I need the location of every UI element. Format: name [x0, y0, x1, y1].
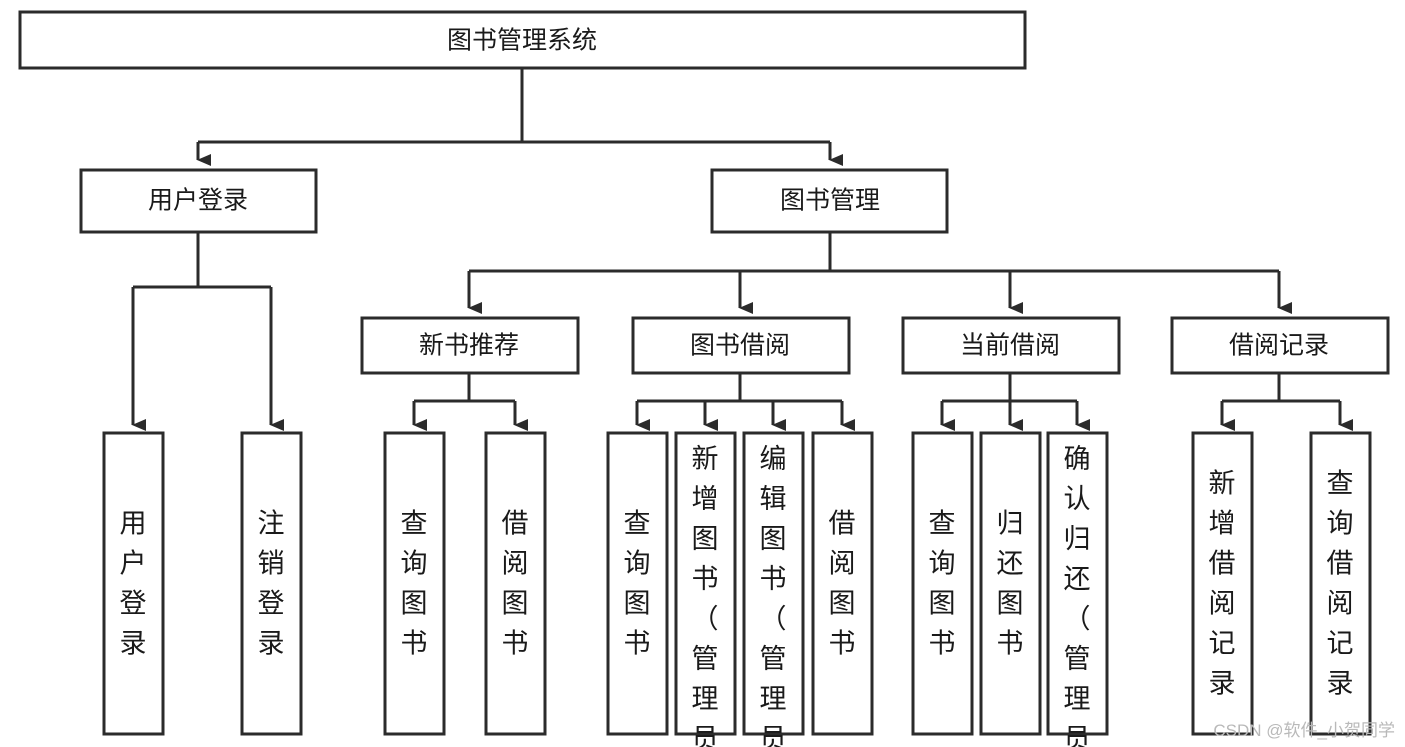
node-leaf-borrow-record-1[interactable]: 查询借阅记录	[1309, 431, 1372, 736]
leaf-bb-1-box[interactable]	[674, 431, 737, 736]
node-leaf-new-book-recommend-0[interactable]: 查询图书	[383, 431, 446, 736]
submodule-book-borrow-label: 图书借阅	[690, 332, 790, 360]
node-leaf-current-borrow-1[interactable]: 归还图书	[979, 431, 1042, 736]
submodule-borrow-record-box[interactable]	[1170, 316, 1390, 375]
node-leaf-book-borrow-0[interactable]: 查询图书	[606, 431, 669, 736]
node-module-book-management[interactable]: 图书管理	[710, 168, 949, 234]
module-user-login-box[interactable]	[79, 168, 318, 234]
leaf-nbr-1-label: 借阅图书	[502, 509, 529, 659]
leaf-bb-2-box[interactable]	[742, 431, 805, 736]
root-label: 图书管理系统	[447, 27, 597, 55]
leaf-cb-2-label: 确认归还（管理员）	[1064, 444, 1091, 747]
edge-group-book-management-to-submodules	[467, 232, 1292, 314]
leaf-br-0-box[interactable]	[1191, 431, 1254, 736]
edge-group-borrow-record-to-leaves	[1220, 373, 1353, 431]
node-leaf-new-book-recommend-1[interactable]: 借阅图书	[484, 431, 547, 736]
module-user-login-label: 用户登录	[148, 187, 248, 215]
leaf-user-login-0-box[interactable]	[102, 431, 165, 736]
csdn-watermark: CSDN @软件_小贺同学	[1213, 721, 1395, 740]
leaf-br-0-label: 新增借阅记录	[1209, 469, 1236, 699]
root-box[interactable]	[18, 10, 1027, 70]
node-leaf-book-borrow-1[interactable]: 新增图书（管理员）	[674, 431, 737, 747]
submodule-borrow-record-label: 借阅记录	[1229, 332, 1329, 360]
leaf-nbr-0-box[interactable]	[383, 431, 446, 736]
leaf-cb-1-box[interactable]	[979, 431, 1042, 736]
leaf-nbr-1-box[interactable]	[484, 431, 547, 736]
module-book-management-box[interactable]	[710, 168, 949, 234]
node-submodule-borrow-record[interactable]: 借阅记录	[1170, 316, 1390, 375]
leaf-cb-1-label: 归还图书	[997, 509, 1024, 659]
node-leaf-user-login-1[interactable]: 注销登录	[240, 431, 303, 736]
node-leaf-borrow-record-0[interactable]: 新增借阅记录	[1191, 431, 1254, 736]
module-book-management-label: 图书管理	[780, 187, 880, 215]
submodule-current-borrow-label: 当前借阅	[960, 332, 1060, 360]
leaf-user-login-1-box[interactable]	[240, 431, 303, 736]
node-leaf-book-borrow-3[interactable]: 借阅图书	[811, 431, 874, 736]
edge-group-root-to-modules	[196, 68, 843, 166]
submodule-new-book-recommend-label: 新书推荐	[419, 332, 519, 360]
leaf-cb-0-box[interactable]	[911, 431, 974, 736]
leaf-user-login-1-label: 注销登录	[258, 509, 285, 659]
leaf-user-login-0-label: 用户登录	[120, 509, 147, 659]
leaf-cb-0-label: 查询图书	[929, 509, 956, 659]
leaf-br-1-label: 查询借阅记录	[1327, 469, 1354, 699]
leaf-nbr-0-label: 查询图书	[401, 509, 428, 659]
leaf-cb-2-box[interactable]	[1046, 431, 1109, 736]
leaf-bb-0-label: 查询图书	[624, 509, 651, 659]
leaf-bb-2-label: 编辑图书（管理员）	[760, 444, 787, 747]
leaf-bb-0-box[interactable]	[606, 431, 669, 736]
edge-group-book-borrow-to-leaves	[635, 373, 855, 431]
leaf-br-1-box[interactable]	[1309, 431, 1372, 736]
node-submodule-new-book-recommend[interactable]: 新书推荐	[360, 316, 580, 375]
edge-group-user-login-to-leaves	[131, 232, 284, 431]
node-submodule-current-borrow[interactable]: 当前借阅	[901, 316, 1121, 375]
node-submodule-book-borrow[interactable]: 图书借阅	[631, 316, 851, 375]
edge-group-current-borrow-to-leaves	[940, 373, 1090, 431]
node-root-book-management-system[interactable]: 图书管理系统	[18, 10, 1027, 70]
node-leaf-book-borrow-2[interactable]: 编辑图书（管理员）	[742, 431, 805, 747]
node-leaf-current-borrow-0[interactable]: 查询图书	[911, 431, 974, 736]
leaf-bb-1-label: 新增图书（管理员）	[692, 444, 719, 747]
node-leaf-current-borrow-2[interactable]: 确认归还（管理员）	[1046, 431, 1109, 747]
node-leaf-user-login-0[interactable]: 用户登录	[102, 431, 165, 736]
submodule-current-borrow-box[interactable]	[901, 316, 1121, 375]
edge-group-new-book-recommend-to-leaves	[412, 373, 528, 431]
submodule-book-borrow-box[interactable]	[631, 316, 851, 375]
leaf-bb-3-label: 借阅图书	[829, 509, 856, 659]
leaf-bb-3-box[interactable]	[811, 431, 874, 736]
node-module-user-login[interactable]: 用户登录	[79, 168, 318, 234]
submodule-new-book-recommend-box[interactable]	[360, 316, 580, 375]
